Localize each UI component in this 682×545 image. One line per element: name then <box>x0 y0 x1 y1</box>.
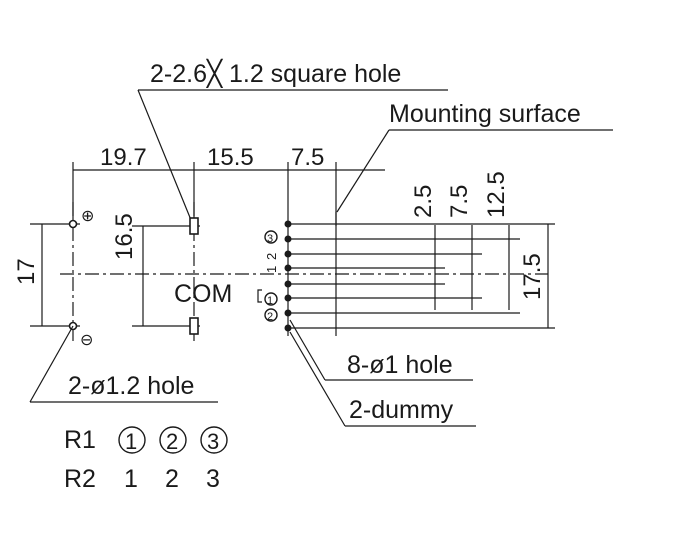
square-hole-leader-line <box>137 89 192 221</box>
square-hole-label: 2-2.6╳ 1.2 square hole <box>150 58 401 88</box>
pin-mark-2b: 2 <box>267 311 273 323</box>
dim-7-5-right: 7.5 <box>446 185 473 218</box>
dim-2-5: 2.5 <box>410 185 437 218</box>
round-hole-label: 2-ø1.2 hole <box>68 372 194 400</box>
top-dimension-chain: 19.7 15.5 7.5 <box>72 144 385 226</box>
dim-12-5: 12.5 <box>483 171 510 218</box>
legend-r1-label: R1 <box>64 426 96 454</box>
legend-circle <box>159 426 187 454</box>
legend-r2-value: 1 <box>124 465 138 493</box>
dim-7-5-top: 7.5 <box>291 144 324 171</box>
minus-symbol: ⊖ <box>80 332 93 349</box>
square-hole-top <box>189 217 199 235</box>
dim-16-5: 16.5 <box>111 213 138 260</box>
dim-19-7: 19.7 <box>100 144 147 171</box>
legend-r1-value: 3 <box>207 429 219 454</box>
legend-circle <box>118 426 146 454</box>
legend-r2-value: 3 <box>206 465 220 493</box>
square-hole-group: 16.5 <box>111 202 200 345</box>
dim-17-5: 17.5 <box>519 253 546 300</box>
pin-mark-1: 1 <box>264 266 279 273</box>
pin-mark-circle <box>264 292 278 306</box>
pin-hole-leader-line <box>289 319 326 381</box>
pin-hole-label: 8-ø1 hole <box>347 351 453 379</box>
mounting-surface-label: Mounting surface <box>389 100 581 128</box>
pin-row: 3 2 1 1 2 <box>264 212 555 336</box>
pin-hole-callout: 8-ø1 hole <box>289 319 473 381</box>
dim-17: 17 <box>13 258 40 285</box>
square-hole-callout: 2-2.6╳ 1.2 square hole <box>137 58 448 221</box>
pin-mark-circle <box>264 230 278 244</box>
square-hole-bottom <box>189 317 199 335</box>
hole-plus <box>68 219 78 229</box>
pin-mark-1b: 1 <box>267 295 273 307</box>
plus-symbol: ⊕ <box>81 208 94 225</box>
dummy-label: 2-dummy <box>349 396 454 424</box>
dim-15-5: 15.5 <box>207 144 254 171</box>
pin-mark-3: 3 <box>267 233 273 245</box>
round-hole-leader-line <box>29 325 74 403</box>
pin-mark-circle <box>264 308 278 322</box>
round-hole-callout: 2-ø1.2 hole <box>29 325 218 403</box>
com-label: COM <box>174 280 232 308</box>
legend-r1-value: 2 <box>166 429 178 454</box>
com-bracket <box>257 289 262 303</box>
pin-legend: R1 1 2 3 R2 1 2 3 <box>64 426 228 493</box>
mounting-surface-leader-line <box>336 129 390 213</box>
dummy-callout: 2-dummy <box>289 331 476 427</box>
legend-circle <box>200 426 228 454</box>
left-hole-group: 17 ⊕ ⊖ <box>13 202 94 349</box>
mounting-surface-callout: Mounting surface <box>336 100 613 213</box>
legend-r2-value: 2 <box>165 465 179 493</box>
legend-r2-label: R2 <box>64 465 96 493</box>
legend-r1-value: 1 <box>125 429 137 454</box>
dummy-leader-line <box>289 331 346 427</box>
pin-mark-2: 2 <box>264 253 279 260</box>
right-dimensions: 2.5 7.5 12.5 17.5 <box>410 171 549 328</box>
